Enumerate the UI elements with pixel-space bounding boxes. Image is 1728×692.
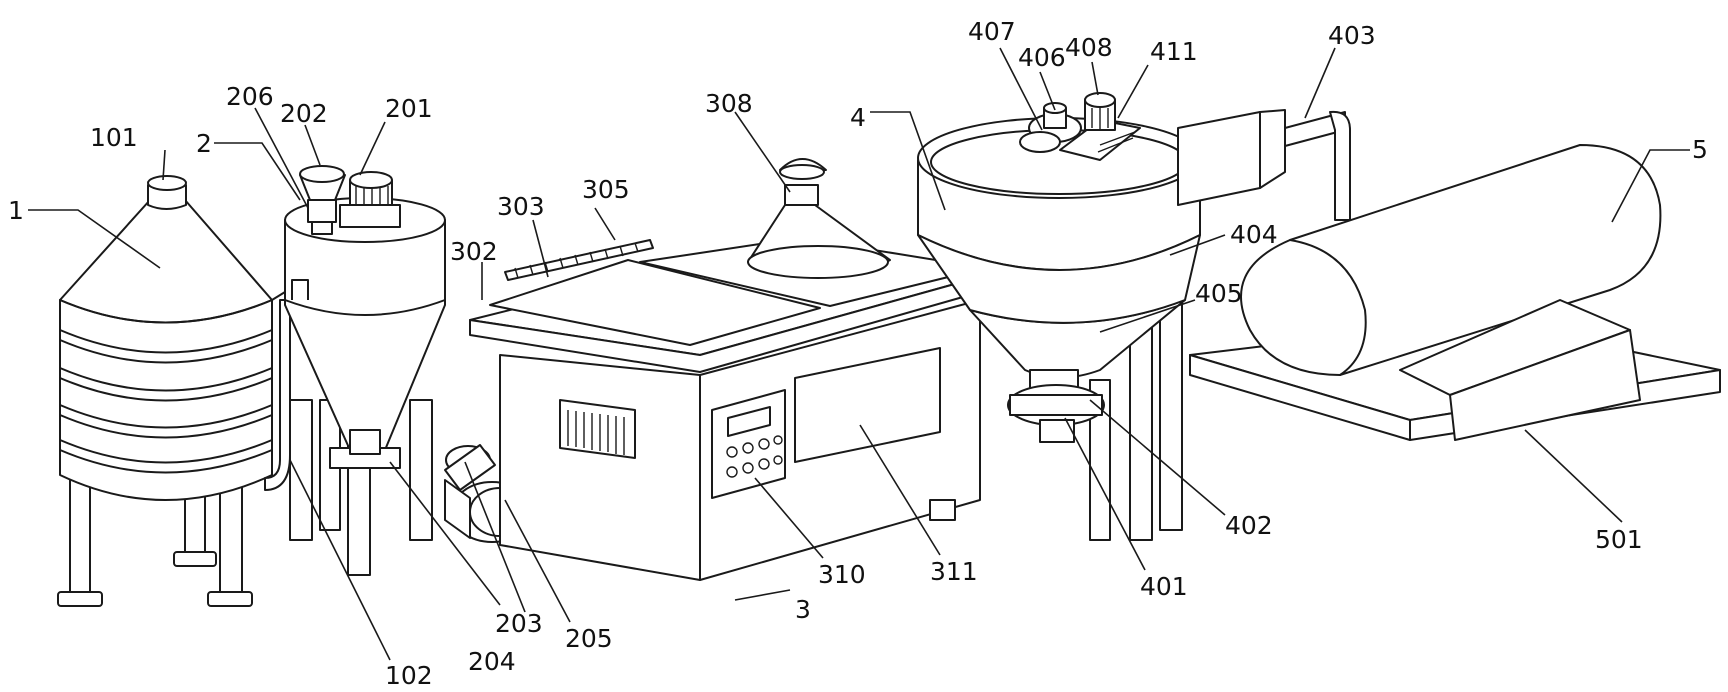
storage-tank-1 <box>57 175 291 607</box>
label-201: 201 <box>385 94 433 123</box>
label-411: 411 <box>1150 37 1198 66</box>
label-406: 406 <box>1018 43 1066 72</box>
label-206: 206 <box>226 82 274 111</box>
label-1: 1 <box>8 196 24 225</box>
label-203: 203 <box>495 609 543 638</box>
hopper-4 <box>917 92 1351 541</box>
label-408: 408 <box>1065 33 1113 62</box>
label-407: 407 <box>968 17 1016 46</box>
treatment-box-3 <box>469 158 1006 581</box>
label-501: 501 <box>1595 525 1643 554</box>
label-403: 403 <box>1328 21 1376 50</box>
label-3: 3 <box>795 595 811 624</box>
leader-lines <box>28 47 1690 661</box>
drum-tank-5 <box>1189 144 1721 441</box>
label-202: 202 <box>280 99 328 128</box>
label-2: 2 <box>196 129 212 158</box>
label-402: 402 <box>1225 511 1273 540</box>
label-302: 302 <box>450 237 498 266</box>
label-101: 101 <box>90 123 138 152</box>
mixing-tank-2 <box>284 165 611 576</box>
label-4: 4 <box>850 103 866 132</box>
label-303: 303 <box>497 192 545 221</box>
label-205: 205 <box>565 624 613 653</box>
label-204: 204 <box>468 647 516 676</box>
label-310: 310 <box>818 560 866 589</box>
label-5: 5 <box>1692 135 1708 164</box>
label-102: 102 <box>385 661 433 690</box>
label-311: 311 <box>930 557 978 586</box>
label-401: 401 <box>1140 572 1188 601</box>
label-405: 405 <box>1195 279 1243 308</box>
callout-labels: 1 101 102 2 201 202 203 204 205 206 3 30… <box>8 17 1708 690</box>
label-308: 308 <box>705 89 753 118</box>
label-404: 404 <box>1230 220 1278 249</box>
label-305: 305 <box>582 175 630 204</box>
